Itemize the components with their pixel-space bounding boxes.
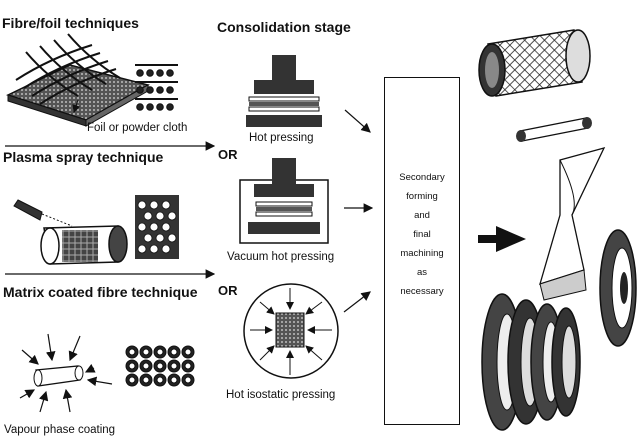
fibre-foil-stack-illustration [5, 33, 150, 127]
heading-matrix: Matrix coated fibre technique [3, 284, 198, 300]
to-secondary-arrows [343, 109, 374, 313]
to-products-arrow [478, 226, 526, 252]
plasma-cross-section [135, 195, 179, 259]
label-vacuum-hot-pressing: Vacuum hot pressing [227, 251, 335, 263]
heading-plasma: Plasma spray technique [3, 149, 164, 165]
vacuum-hot-press-illustration [239, 158, 329, 244]
secondary-line-3: and [414, 210, 430, 221]
product-twisted-blade [539, 146, 606, 301]
or-label-1: OR [218, 147, 238, 162]
vapour-coating-illustration [19, 333, 113, 413]
product-gear-disc [599, 229, 637, 347]
product-mesh-cylinder [478, 29, 591, 97]
or-label-2: OR [218, 283, 238, 298]
secondary-line-6: as [416, 267, 428, 278]
product-tube [516, 117, 592, 142]
heading-fibre-foil: Fibre/foil techniques [2, 15, 139, 31]
plasma-spray-illustration [13, 199, 128, 265]
label-foil-cloth: Foil or powder cloth [87, 122, 188, 134]
label-hot-pressing: Hot pressing [249, 132, 314, 144]
secondary-line-7: necessary [400, 286, 444, 297]
secondary-line-5: machining [400, 248, 444, 259]
label-hip: Hot isostatic pressing [226, 389, 336, 401]
product-turbine-discs [481, 293, 581, 431]
hip-vessel-illustration [243, 283, 339, 379]
heading-consolidation: Consolidation stage [217, 19, 351, 35]
foil-cross-section [135, 64, 178, 111]
secondary-line-2: forming [406, 191, 438, 202]
secondary-forming-text: Secondary forming and final machining as… [385, 168, 459, 301]
secondary-line-4: final [413, 229, 431, 240]
label-vapour-phase: Vapour phase coating [4, 424, 116, 436]
secondary-line-1: Secondary [399, 172, 445, 183]
coated-fibre-bundle [125, 345, 195, 387]
secondary-forming-box: Secondary forming and final machining as… [384, 77, 460, 425]
hot-press-illustration [246, 55, 322, 127]
